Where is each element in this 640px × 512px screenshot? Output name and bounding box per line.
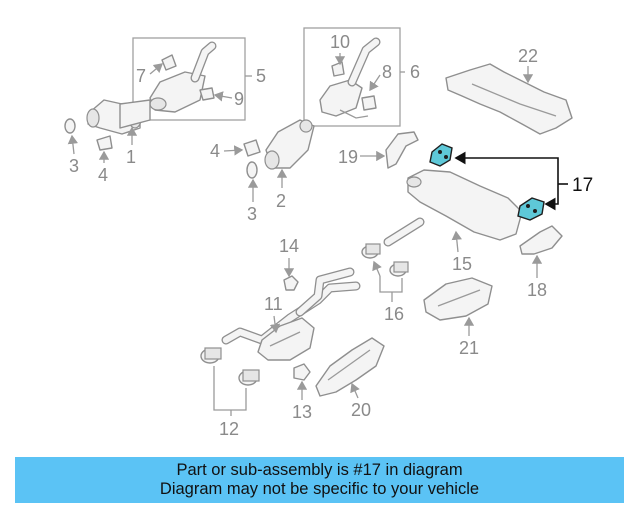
part-13-hanger: [293, 363, 311, 381]
callout-5: 5: [256, 66, 266, 86]
part-17-leader: [454, 151, 568, 211]
callout-9: 9: [234, 89, 244, 109]
part-18: [519, 225, 563, 255]
callout-21: 21: [459, 338, 479, 358]
callout-16: 16: [384, 304, 404, 324]
part-info-banner: Part or sub-assembly is #17 in diagram D…: [15, 457, 624, 503]
callout-17: 17: [572, 175, 593, 196]
part-19: [385, 131, 419, 169]
callout-7: 7: [136, 66, 146, 86]
exhaust-parts-diagram: 5 7 9 6 10 8 1 3 4 2 4: [64, 27, 593, 439]
callout-11: 11: [264, 294, 283, 314]
callout-15: 15: [452, 254, 472, 274]
callout-12: 12: [219, 419, 239, 439]
part-15-muffler: [383, 169, 523, 247]
part-14-hanger: [283, 275, 299, 291]
part-20-heat-shield: [315, 337, 385, 397]
callout-6: 6: [410, 62, 420, 82]
part-info-line: Part or sub-assembly is #17 in diagram: [176, 461, 463, 479]
callout-1: 1: [126, 147, 136, 167]
part-3-gasket-mid: [246, 161, 258, 179]
part-2: [264, 119, 315, 170]
callout-14: 14: [279, 236, 299, 256]
callout-13: 13: [292, 402, 312, 422]
callout-19: 19: [338, 147, 358, 167]
callout-10: 10: [330, 32, 350, 52]
callout-18: 18: [527, 280, 547, 300]
callout-8: 8: [382, 62, 392, 82]
part-11-center-pipe: [221, 267, 361, 361]
part-1: [86, 99, 151, 135]
callout-20: 20: [351, 400, 371, 420]
part-16-clamps: [361, 243, 409, 277]
part-3-gasket: [64, 118, 76, 134]
part-12-clamps: [200, 347, 260, 386]
part-17-bracket-upper: [429, 143, 453, 167]
callout-4a: 4: [98, 165, 108, 185]
callout-2: 2: [276, 191, 286, 211]
part-17-bracket-lower: [517, 197, 545, 221]
callout-3b: 3: [247, 204, 257, 224]
part-group-6: [303, 27, 401, 127]
disclaimer-line: Diagram may not be specific to your vehi…: [159, 480, 480, 498]
part-4-clamp: [96, 135, 113, 151]
callout-3a: 3: [69, 156, 79, 176]
callout-22: 22: [518, 46, 538, 66]
callout-4b: 4: [210, 141, 220, 161]
part-4-clamp-mid: [243, 139, 261, 157]
